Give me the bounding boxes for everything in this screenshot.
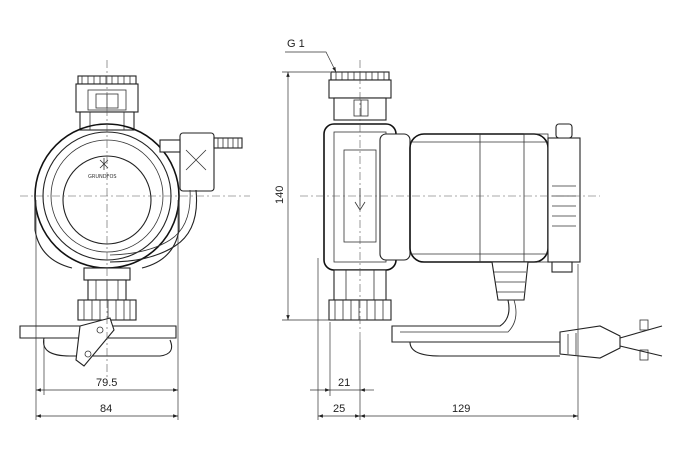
front-view: GRUNDFOS <box>19 60 250 420</box>
thread-label: G 1 <box>287 38 305 50</box>
dimension-label-140: 140 <box>274 186 286 204</box>
dimension-129: 129 <box>360 403 578 418</box>
dimension-label-84: 84 <box>100 403 112 415</box>
side-view: G 1 <box>274 38 663 420</box>
dimension-140: 140 <box>274 72 290 320</box>
dimension-label-21: 21 <box>338 377 350 389</box>
terminal-box-side <box>547 123 581 273</box>
motor-side <box>379 133 549 263</box>
dimension-79-5: 79.5 <box>36 377 178 392</box>
dimension-25: 25 <box>318 403 360 418</box>
terminal-box-front <box>159 132 243 192</box>
cable-strain-relief <box>491 261 529 301</box>
bottom-union-side <box>328 269 392 321</box>
dimension-label-25: 25 <box>333 403 345 415</box>
grundfos-logo-front: GRUNDFOS <box>88 158 117 180</box>
thread-callout: G 1 <box>285 38 337 73</box>
base-bracket-front <box>19 317 177 367</box>
dimension-label-129: 129 <box>452 403 470 415</box>
dimension-21: 21 <box>310 377 374 392</box>
cable-front <box>109 189 198 263</box>
brand-label-front: GRUNDFOS <box>88 174 117 180</box>
dimension-label-79-5: 79.5 <box>96 377 117 389</box>
power-cable-plug <box>391 299 663 361</box>
dimension-84: 84 <box>36 403 178 418</box>
